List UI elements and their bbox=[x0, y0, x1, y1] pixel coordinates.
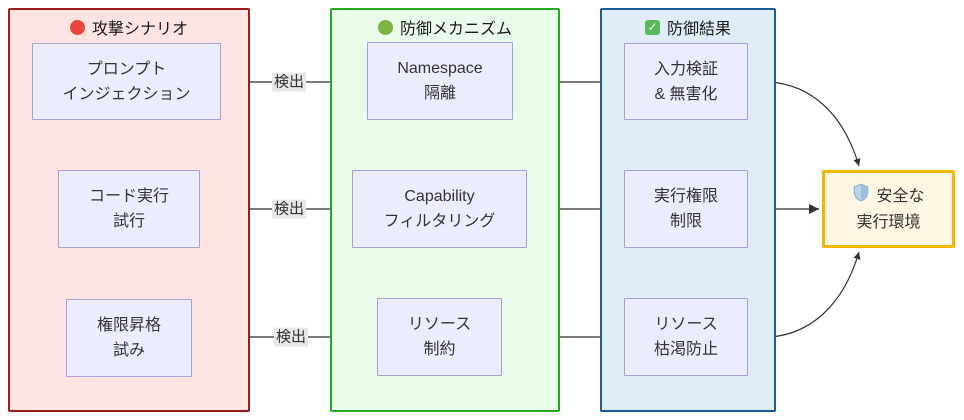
node-code-execution-attempt: コード実行 試行 bbox=[58, 170, 200, 248]
node-text-line: 安全な bbox=[876, 188, 925, 205]
node-text-line: プロンプト bbox=[86, 60, 167, 78]
check-icon: ✓ bbox=[644, 19, 660, 35]
container-attack-title: 攻撃シナリオ bbox=[10, 15, 248, 39]
node-namespace-isolation: Namespace 隔離 bbox=[367, 42, 513, 120]
node-privilege-escalation-attempt: 権限昇格 試み bbox=[66, 299, 192, 377]
node-text-line: 入力検証 bbox=[653, 60, 718, 78]
node-text-line: 実行権限 bbox=[653, 188, 718, 205]
node-text-line: 制限 bbox=[669, 213, 702, 230]
container-attack-title-label: 攻撃シナリオ bbox=[91, 21, 188, 38]
node-text-line: 実行環境 bbox=[856, 214, 921, 231]
node-text-line: リソース bbox=[407, 316, 472, 333]
node-text-line: 権限昇格 bbox=[96, 317, 161, 334]
node-text-line: インジェクション bbox=[62, 85, 191, 103]
node-safe-execution-environment: 安全な 実行環境 bbox=[822, 170, 955, 248]
container-result-title-label: 防御結果 bbox=[666, 21, 731, 38]
node-resource-constraints: リソース 制約 bbox=[377, 298, 502, 376]
container-attack-scenario: 攻撃シナリオ プロンプト インジェクション コード実行 試行 権限昇格 試み bbox=[8, 8, 250, 412]
node-capability-filtering: Capability フィルタリング bbox=[352, 170, 527, 248]
node-text-line: Namespace bbox=[397, 60, 483, 77]
edge-label-detect: 検出 bbox=[271, 199, 307, 219]
edge-label-detect: 検出 bbox=[273, 327, 309, 347]
node-text-line: Capability bbox=[404, 188, 475, 205]
node-execution-permission-limit: 実行権限 制限 bbox=[624, 170, 748, 248]
edge-label-detect: 検出 bbox=[271, 72, 307, 92]
node-text-line: & 無害化 bbox=[654, 85, 718, 103]
green-circle-icon bbox=[377, 19, 393, 35]
red-circle-icon bbox=[69, 19, 85, 35]
node-text-line: 制約 bbox=[423, 341, 456, 358]
node-text-line: 試行 bbox=[112, 213, 145, 230]
shield-icon bbox=[852, 183, 870, 210]
node-text-line: 隔離 bbox=[423, 85, 456, 102]
node-resource-exhaustion-prevention: リソース 枯渇防止 bbox=[624, 298, 748, 376]
container-result-title: ✓ 防御結果 bbox=[602, 15, 774, 39]
container-defense-mechanism: 防御メカニズム Namespace 隔離 Capability フィルタリング … bbox=[330, 8, 560, 412]
container-defense-result: ✓ 防御結果 入力検証 & 無害化 実行権限 制限 リソース 枯渇防止 bbox=[600, 8, 776, 412]
node-text-line: フィルタリング bbox=[383, 213, 496, 230]
node-text-line: リソース bbox=[654, 316, 718, 333]
node-input-validation-sanitization: 入力検証 & 無害化 bbox=[624, 43, 748, 120]
container-mechanism-title: 防御メカニズム bbox=[332, 15, 558, 39]
node-text-line: 枯渇防止 bbox=[653, 341, 718, 358]
node-text-line: コード実行 bbox=[88, 188, 169, 205]
node-text-line: 試み bbox=[112, 342, 145, 359]
container-mechanism-title-label: 防御メカニズム bbox=[399, 21, 512, 38]
node-prompt-injection: プロンプト インジェクション bbox=[32, 43, 221, 120]
